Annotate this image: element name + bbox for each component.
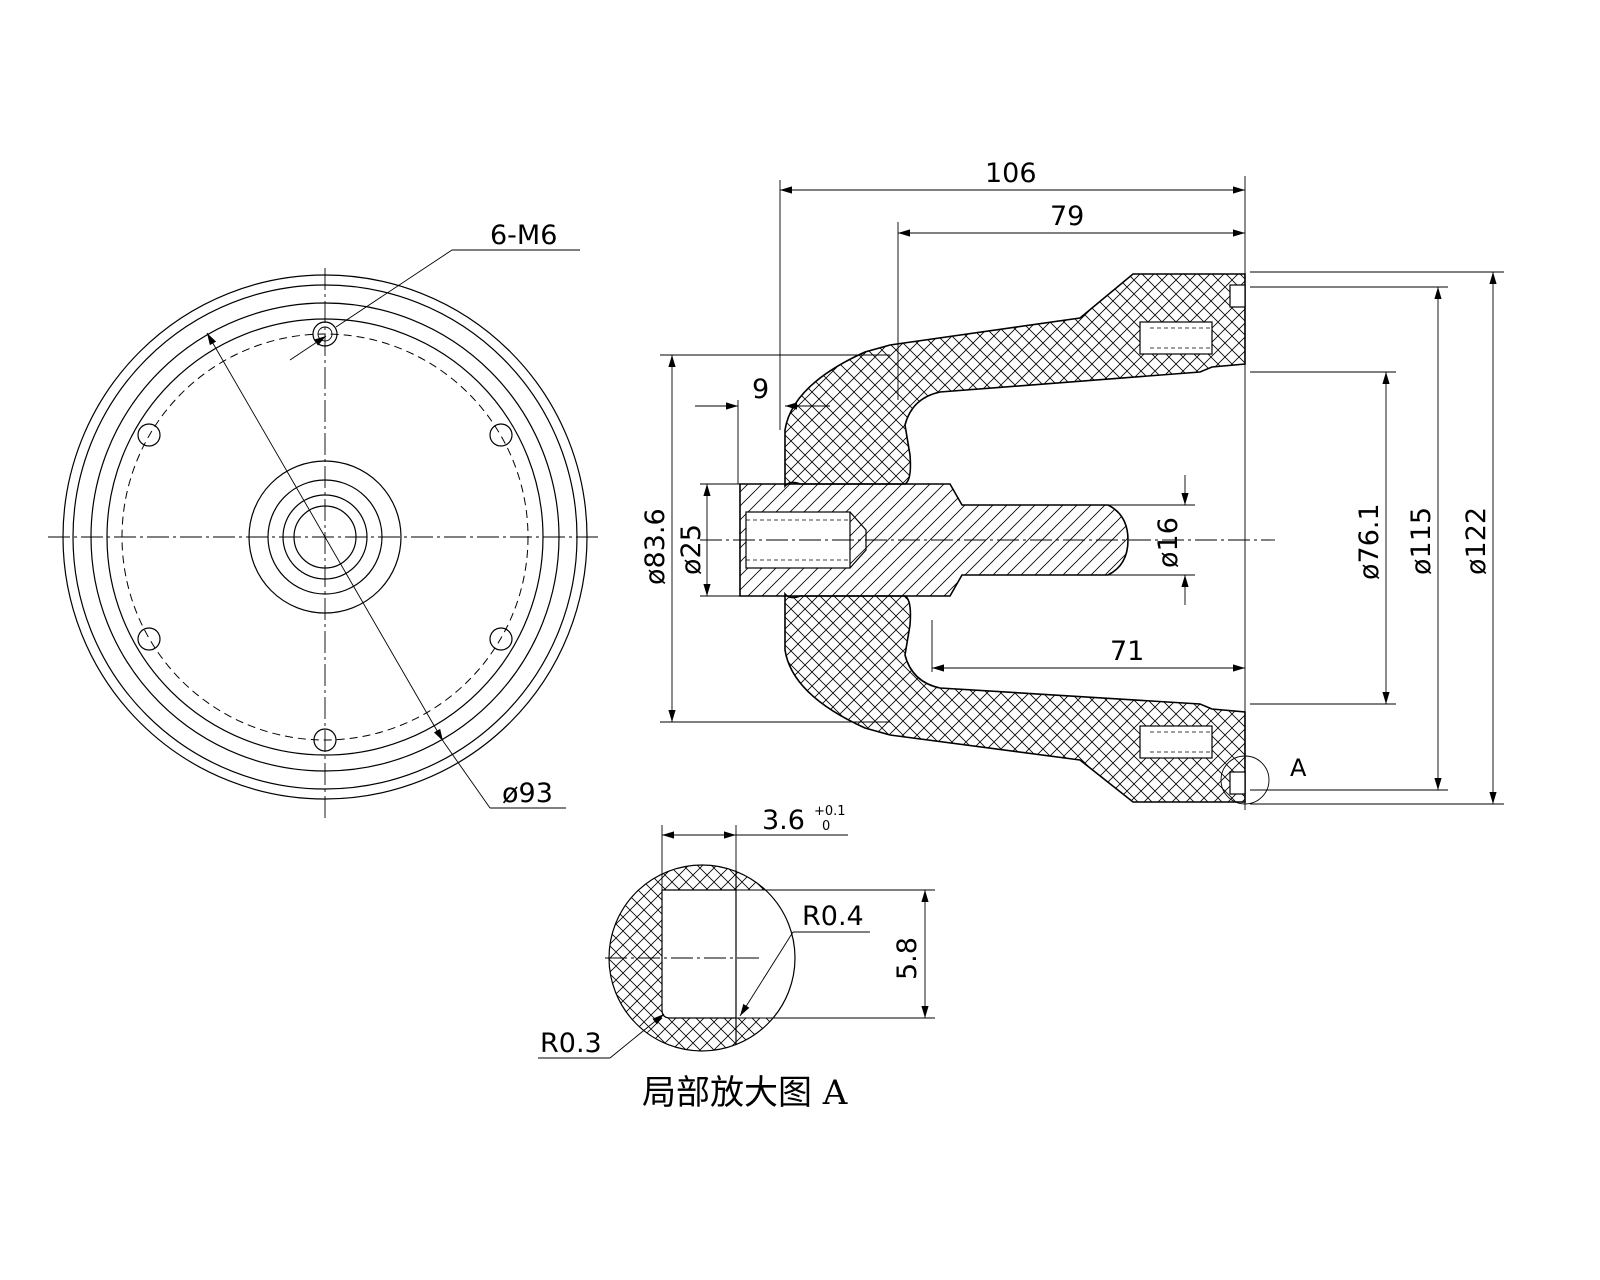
front-view: 6-M6 ø93 [48,220,600,818]
dim-79-label: 79 [1050,201,1084,232]
upper-groove [1229,284,1246,308]
rubber-body-upper [784,273,1246,489]
upper-bolt-insert [1139,321,1213,355]
lower-bolt-insert [1139,725,1213,759]
dim-115: ø115 [1250,286,1448,791]
hole-callout-leader: 6-M6 [289,220,580,361]
detail-view: 3.6 +0.1 0 5.8 R0.4 R0.3 局部放大图 A [538,804,935,1113]
bolt-hole [489,423,513,447]
dim-76-1: ø76.1 [1250,371,1396,705]
dim-83-6: ø83.6 [640,354,890,723]
rubber-body-lower [784,591,1246,803]
dim-3-6-tol-lower: 0 [822,819,830,834]
dim-3-6-tol-upper: +0.1 [814,804,846,819]
hole-callout-label: 6-M6 [490,220,557,251]
dim-3-6: 3.6 +0.1 0 [661,804,848,890]
dim-115-label: ø115 [1406,507,1437,575]
detail-groove-outline [661,889,736,1019]
dim-9: 9 [695,374,830,484]
lower-groove [1229,771,1246,795]
dim-5-8: 5.8 [736,889,935,1019]
dim-25: ø25 [676,483,740,597]
dim-25-label: ø25 [676,524,707,575]
dim-122: ø122 [1250,271,1504,805]
detail-hatched-section [609,865,795,1051]
detail-caption: 局部放大图 A [642,1073,848,1113]
dim-106: 106 [779,158,1245,430]
radius-r04: R0.4 [739,901,870,1017]
dim-76-1-label: ø76.1 [1354,503,1385,580]
dim-16-label: ø16 [1153,517,1184,568]
radius-r03: R0.3 [538,1013,665,1059]
section-view: A 106 79 9 71 [640,158,1504,810]
dim-5-8-label: 5.8 [892,937,923,980]
dim-9-label: 9 [752,374,769,405]
detail-marker-a: A [1290,754,1307,782]
dim-16: ø16 [1108,475,1195,605]
radius-r04-label: R0.4 [802,901,864,932]
bolt-circle-label: ø93 [502,778,553,809]
bolt-hole [137,423,161,447]
bolt-circle-dimension: ø93 [206,332,566,809]
dim-71-label: 71 [1110,636,1144,667]
radius-r03-label: R0.3 [540,1028,602,1059]
dim-106-label: 106 [985,158,1037,189]
dim-3-6-label: 3.6 [762,805,805,836]
dim-122-label: ø122 [1461,507,1492,575]
bolt-hole [137,627,161,651]
dim-71: 71 [931,620,1245,672]
bolt-hole [489,627,513,651]
dim-83-6-label: ø83.6 [640,508,671,585]
dim-79: 79 [897,201,1245,400]
